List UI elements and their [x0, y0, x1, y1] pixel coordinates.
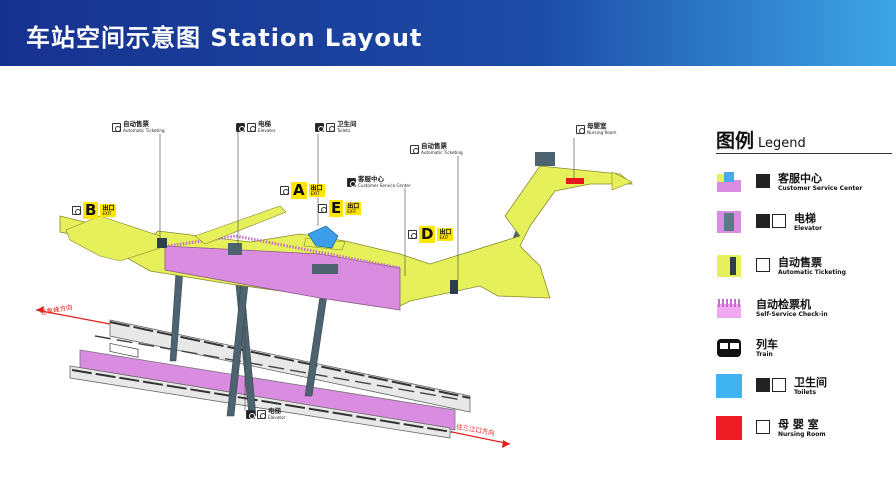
ticket-machine-icon: [756, 258, 770, 272]
wheelchair-icon: [772, 214, 786, 228]
station-map-svg: [35, 132, 634, 448]
legend-item-service: 客服中心 Customer Service Center: [716, 170, 892, 200]
legend-item-checkin: 自动检票机 Self-Service Check-in: [716, 296, 892, 326]
service-desk-icon: [347, 177, 356, 187]
service-desk-icon: [756, 174, 770, 188]
platform-right-train-track: [69, 365, 451, 439]
direction-arrowhead-right: [502, 440, 510, 448]
legend-swatch-ticketing: [717, 255, 741, 277]
exit-passage-right-arrow: [611, 171, 633, 191]
train-windows-mid-top: [94, 335, 463, 401]
direction-arrowhead-left: [36, 306, 44, 313]
platform-left-train-track: [109, 319, 471, 413]
legend-swatch-service: [717, 172, 741, 192]
ticket-machine-icon: [112, 122, 121, 132]
ticket-machine-icon: [410, 144, 419, 154]
legend-item-train: 列车 Train: [716, 336, 892, 366]
legend-item-ticketing: 自动售票 Automatic Ticketing: [716, 254, 892, 284]
platform-floor: [79, 349, 456, 431]
legend-swatch-nursing: [716, 416, 742, 440]
nursing-room-icon: [756, 420, 770, 434]
wheelchair-icon: [247, 122, 256, 132]
stairs-icon: [72, 206, 81, 215]
legend-item-nursing: 母 婴 室 Nursing Room: [716, 416, 892, 446]
train-windows-bottom: [71, 369, 453, 433]
legend-item-toilets: 卫生间 Toilets: [716, 374, 892, 404]
legend-item-elevator: 电梯 Elevator: [716, 210, 892, 240]
concourse-level: [59, 152, 634, 311]
wheelchair-icon: [326, 122, 335, 132]
corridor-a-ramp: [194, 205, 287, 245]
page-title: 车站空间示意图 Station Layout: [26, 24, 423, 52]
ticket-machine-right: [450, 280, 458, 294]
toilet-icon: [756, 378, 770, 392]
wheelchair-icon: [772, 378, 786, 392]
service-center-desk: [312, 264, 338, 274]
direction-arrow-right: [451, 431, 511, 445]
stairs-icon: [318, 204, 327, 213]
direction-arrow-left: [35, 309, 111, 325]
elevator-concourse: [228, 243, 242, 255]
ticket-gates-row: [167, 234, 401, 270]
elevator-upper-right: [535, 152, 555, 166]
stairs-icon: [408, 230, 417, 239]
nursing-room-icon: [576, 124, 585, 134]
wheelchair-icon: [257, 409, 266, 419]
ticket-machine-left: [157, 238, 167, 248]
elevator-icon: [756, 214, 770, 228]
header-banner: 车站空间示意图 Station Layout: [0, 0, 896, 66]
nursing-room: [566, 178, 584, 184]
platform-level: [69, 319, 471, 439]
paid-area: [164, 245, 401, 311]
stairs-icon: [280, 186, 289, 195]
toilet-area: [307, 225, 339, 249]
legend-swatch-checkin: [717, 299, 741, 318]
legend-swatch-elevator: [717, 211, 741, 233]
train-windows-top: [109, 321, 471, 399]
elevator-icon: [236, 122, 245, 132]
legend-swatch-toilet: [716, 374, 742, 398]
direction-arrows: [35, 306, 511, 448]
legend-divider: [716, 153, 892, 154]
toilet-icon: [315, 122, 324, 132]
elevator-icon: [246, 409, 255, 419]
train-cars-top: [109, 342, 139, 358]
legend-swatch-train: [717, 339, 741, 357]
